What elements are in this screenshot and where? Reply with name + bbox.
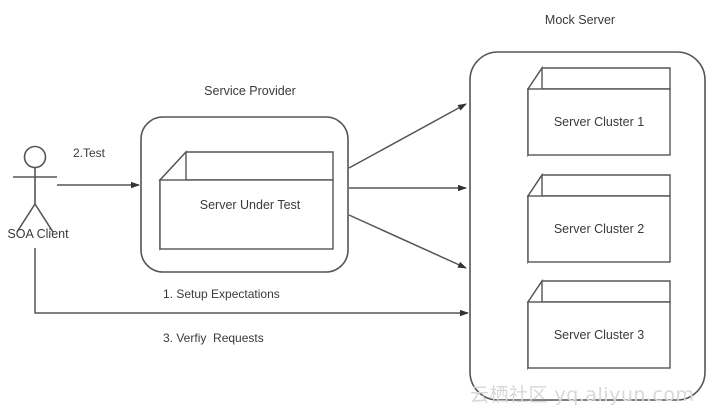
edge-test-label: 2.Test (73, 146, 106, 160)
soa-client-label: SOA Client (7, 227, 69, 241)
service-provider-container (140, 116, 349, 273)
server-under-test-box (158, 150, 334, 251)
watermark-text: 云栖社区 yq.aliyun.com (470, 384, 695, 406)
server-cluster-1-box (526, 65, 671, 158)
server-cluster-1-label: Server Cluster 1 (553, 115, 645, 129)
server-under-test-label: Server Under Test (199, 198, 301, 212)
server-cluster-3-label: Server Cluster 3 (553, 328, 645, 342)
mock-server-container (469, 51, 706, 401)
edge-verify-requests-label: 3. Verfiy Requests (163, 331, 264, 345)
server-cluster-2-label: Server Cluster 2 (553, 222, 645, 236)
soa-client-figure (13, 145, 57, 233)
mock-server-title: Mock Server (544, 13, 616, 27)
service-provider-title: Service Provider (204, 84, 296, 98)
server-cluster-2-box (526, 172, 671, 265)
edge-provider-to-cluster-1-line (348, 103, 467, 169)
edge-provider-to-cluster-3-line (348, 214, 467, 269)
server-cluster-3-box (526, 278, 671, 371)
edge-client-to-mock-path (34, 248, 469, 317)
edge-setup-expectations-label: 1. Setup Expectations (163, 287, 280, 301)
